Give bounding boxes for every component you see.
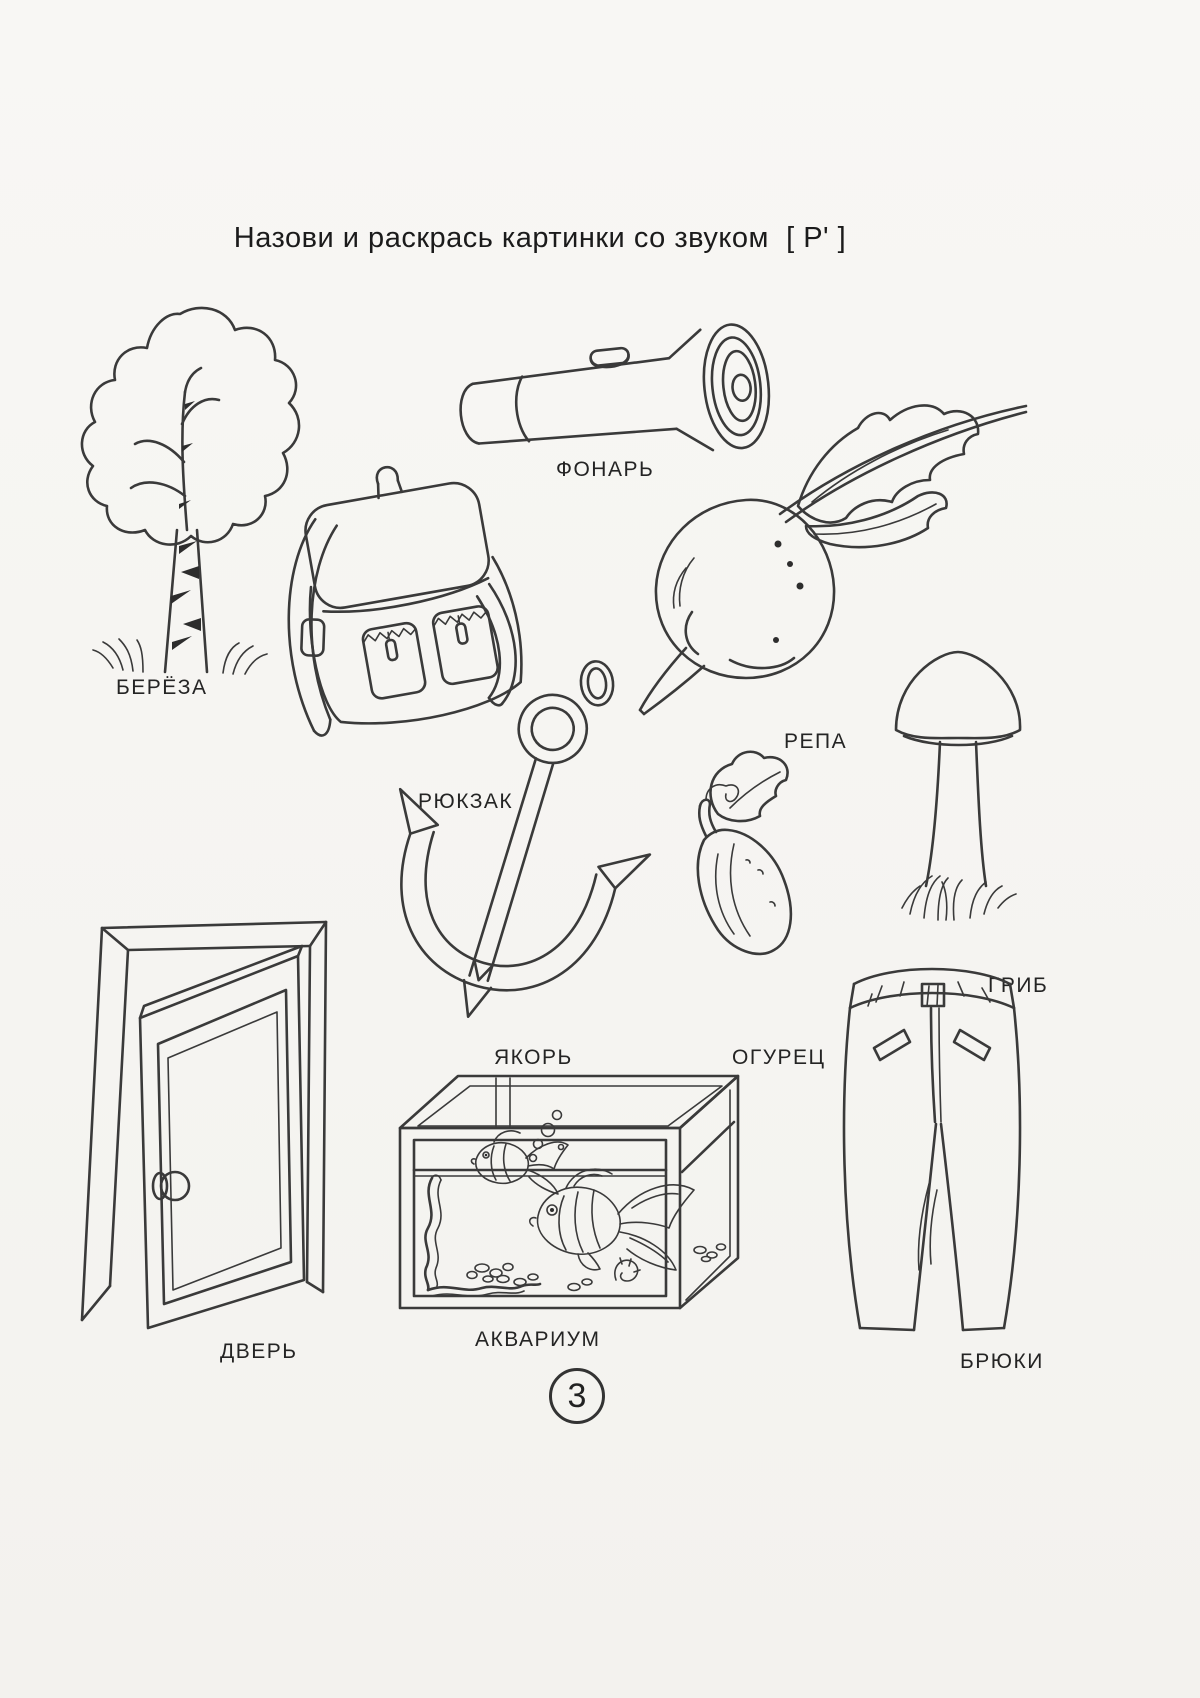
page-title: Назови и раскрась картинки со звуком [ Р… xyxy=(233,222,847,254)
door-label: ДВЕРЬ xyxy=(220,1340,298,1363)
backpack-figure xyxy=(258,450,573,805)
cucumber-label: ОГУРЕЦ xyxy=(732,1046,826,1069)
page-number: 3 xyxy=(567,1376,587,1415)
trousers-label: БРЮКИ xyxy=(960,1350,1044,1373)
trousers-drawing xyxy=(842,967,1022,1332)
mushroom-drawing xyxy=(894,650,1022,921)
birch-figure xyxy=(75,300,315,692)
birch-label: БЕРЁЗА xyxy=(116,676,208,699)
flashlight-drawing xyxy=(459,323,771,452)
door-drawing xyxy=(80,920,328,1330)
anchor-label: ЯКОРЬ xyxy=(494,1046,573,1069)
aquarium-drawing xyxy=(398,1074,740,1310)
backpack-label: РЮКЗАК xyxy=(418,790,514,813)
cucumber-figure xyxy=(672,742,837,972)
cucumber-drawing xyxy=(696,750,793,956)
birch-tree-drawing xyxy=(80,306,301,675)
door-figure xyxy=(80,856,332,1348)
mushroom-figure xyxy=(882,636,1034,936)
turnip-figure xyxy=(628,372,1053,732)
aquarium-label: АКВАРИУМ xyxy=(475,1328,601,1351)
turnip-label: РЕПА xyxy=(784,730,848,753)
flashlight-label: ФОНАРЬ xyxy=(556,458,655,481)
backpack-drawing xyxy=(287,465,523,737)
turnip-drawing xyxy=(638,404,1028,716)
aquarium-figure xyxy=(370,1028,752,1328)
trousers-figure xyxy=(832,952,1032,1344)
anchor-figure xyxy=(378,640,658,1050)
flashlight-figure xyxy=(445,322,800,472)
page-number-badge: 3 xyxy=(549,1368,605,1424)
anchor-drawing xyxy=(398,660,652,1019)
